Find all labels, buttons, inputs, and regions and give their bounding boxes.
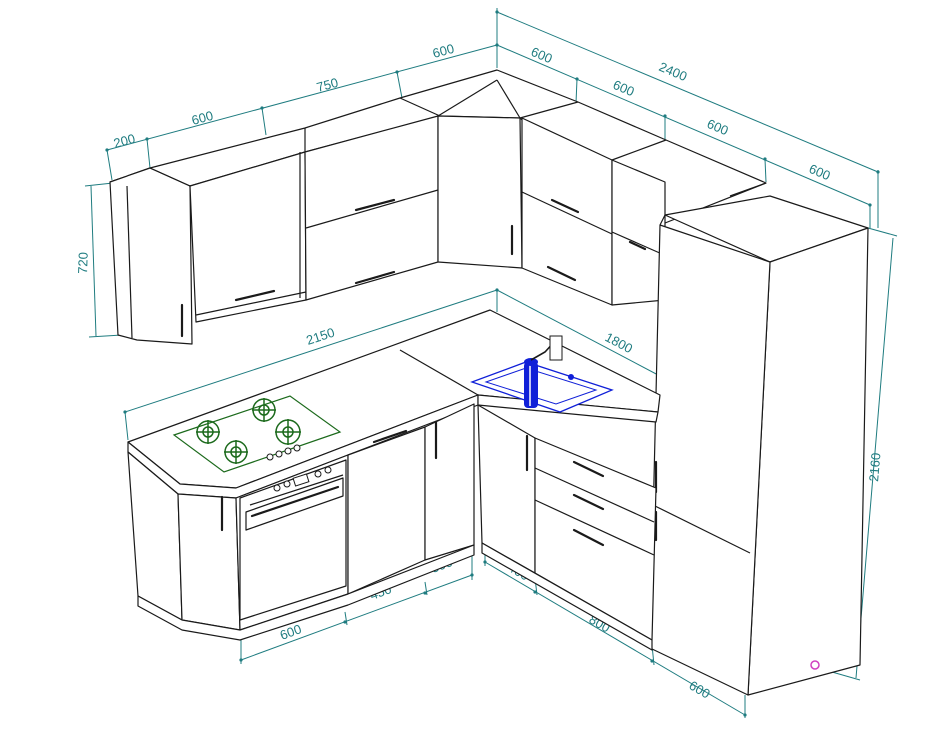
dim-label-upper-200: 200 xyxy=(112,131,137,151)
dimension-lines xyxy=(84,8,898,718)
dim-label-tall-2160: 2160 xyxy=(866,452,883,482)
tall-cabinet-foot xyxy=(810,660,820,670)
upper-cabinets xyxy=(109,69,767,345)
dim-label-height-720: 720 xyxy=(75,252,91,274)
dim-label-right-600-a: 600 xyxy=(529,44,555,66)
upper-handles xyxy=(180,198,647,338)
upper-end-cabinet xyxy=(109,167,193,345)
dimension-labels: 200 600 750 600 600 600 600 600 2400 720… xyxy=(75,41,884,702)
base-handles xyxy=(220,420,605,547)
base-cabinet-300 xyxy=(424,403,475,561)
upper-corner-cabinet xyxy=(437,115,523,269)
sink-icon xyxy=(470,335,614,413)
dim-label-base-600-right: 600 xyxy=(687,678,713,702)
dim-label-upper-750: 750 xyxy=(315,75,340,95)
oven-controls xyxy=(273,466,332,492)
hob-icon xyxy=(172,395,342,473)
dim-label-counter-1800: 1800 xyxy=(603,329,636,356)
dimension-ticks xyxy=(105,10,880,717)
dim-label-upper-600-left: 600 xyxy=(190,108,215,128)
base-cabinets xyxy=(127,403,657,651)
dim-label-base-600-left: 600 xyxy=(278,621,304,643)
dim-label-overall-2400: 2400 xyxy=(657,59,689,84)
dim-label-upper-600-corner: 600 xyxy=(431,41,456,61)
dim-label-right-600-c: 600 xyxy=(705,116,731,138)
tall-cabinet xyxy=(649,195,869,696)
upper-cabinet-right-2 xyxy=(611,159,666,306)
